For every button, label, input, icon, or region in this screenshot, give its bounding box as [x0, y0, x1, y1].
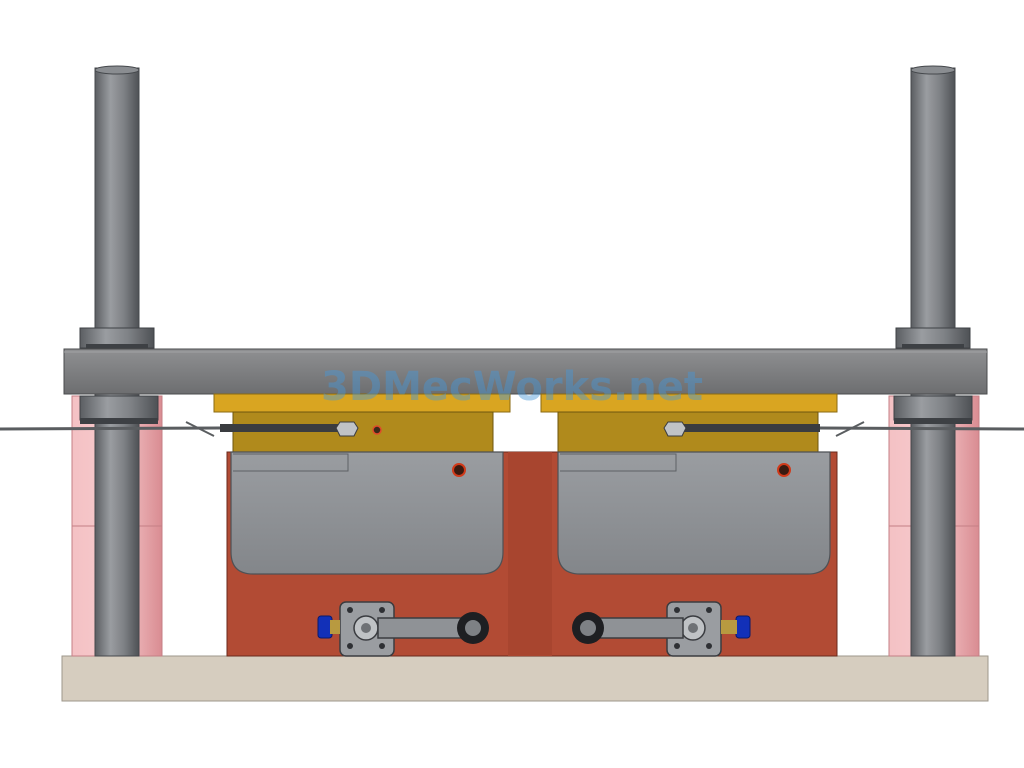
- top-plate: [63, 348, 988, 395]
- right-yellow-plate: [540, 393, 838, 413]
- pneumatic-fitting-icon: [721, 615, 751, 639]
- pneumatic-fitting-icon: [317, 615, 340, 639]
- base-plate: [61, 655, 989, 702]
- cylinder-clamp-icon: [572, 601, 722, 657]
- cylinder-clamp-icon: [339, 601, 489, 657]
- left-yellow-plate: [213, 393, 511, 413]
- left-cable: [0, 421, 359, 437]
- left-grey-cover: [230, 451, 504, 575]
- right-cable: [663, 421, 1024, 437]
- right-grey-cover: [557, 451, 831, 575]
